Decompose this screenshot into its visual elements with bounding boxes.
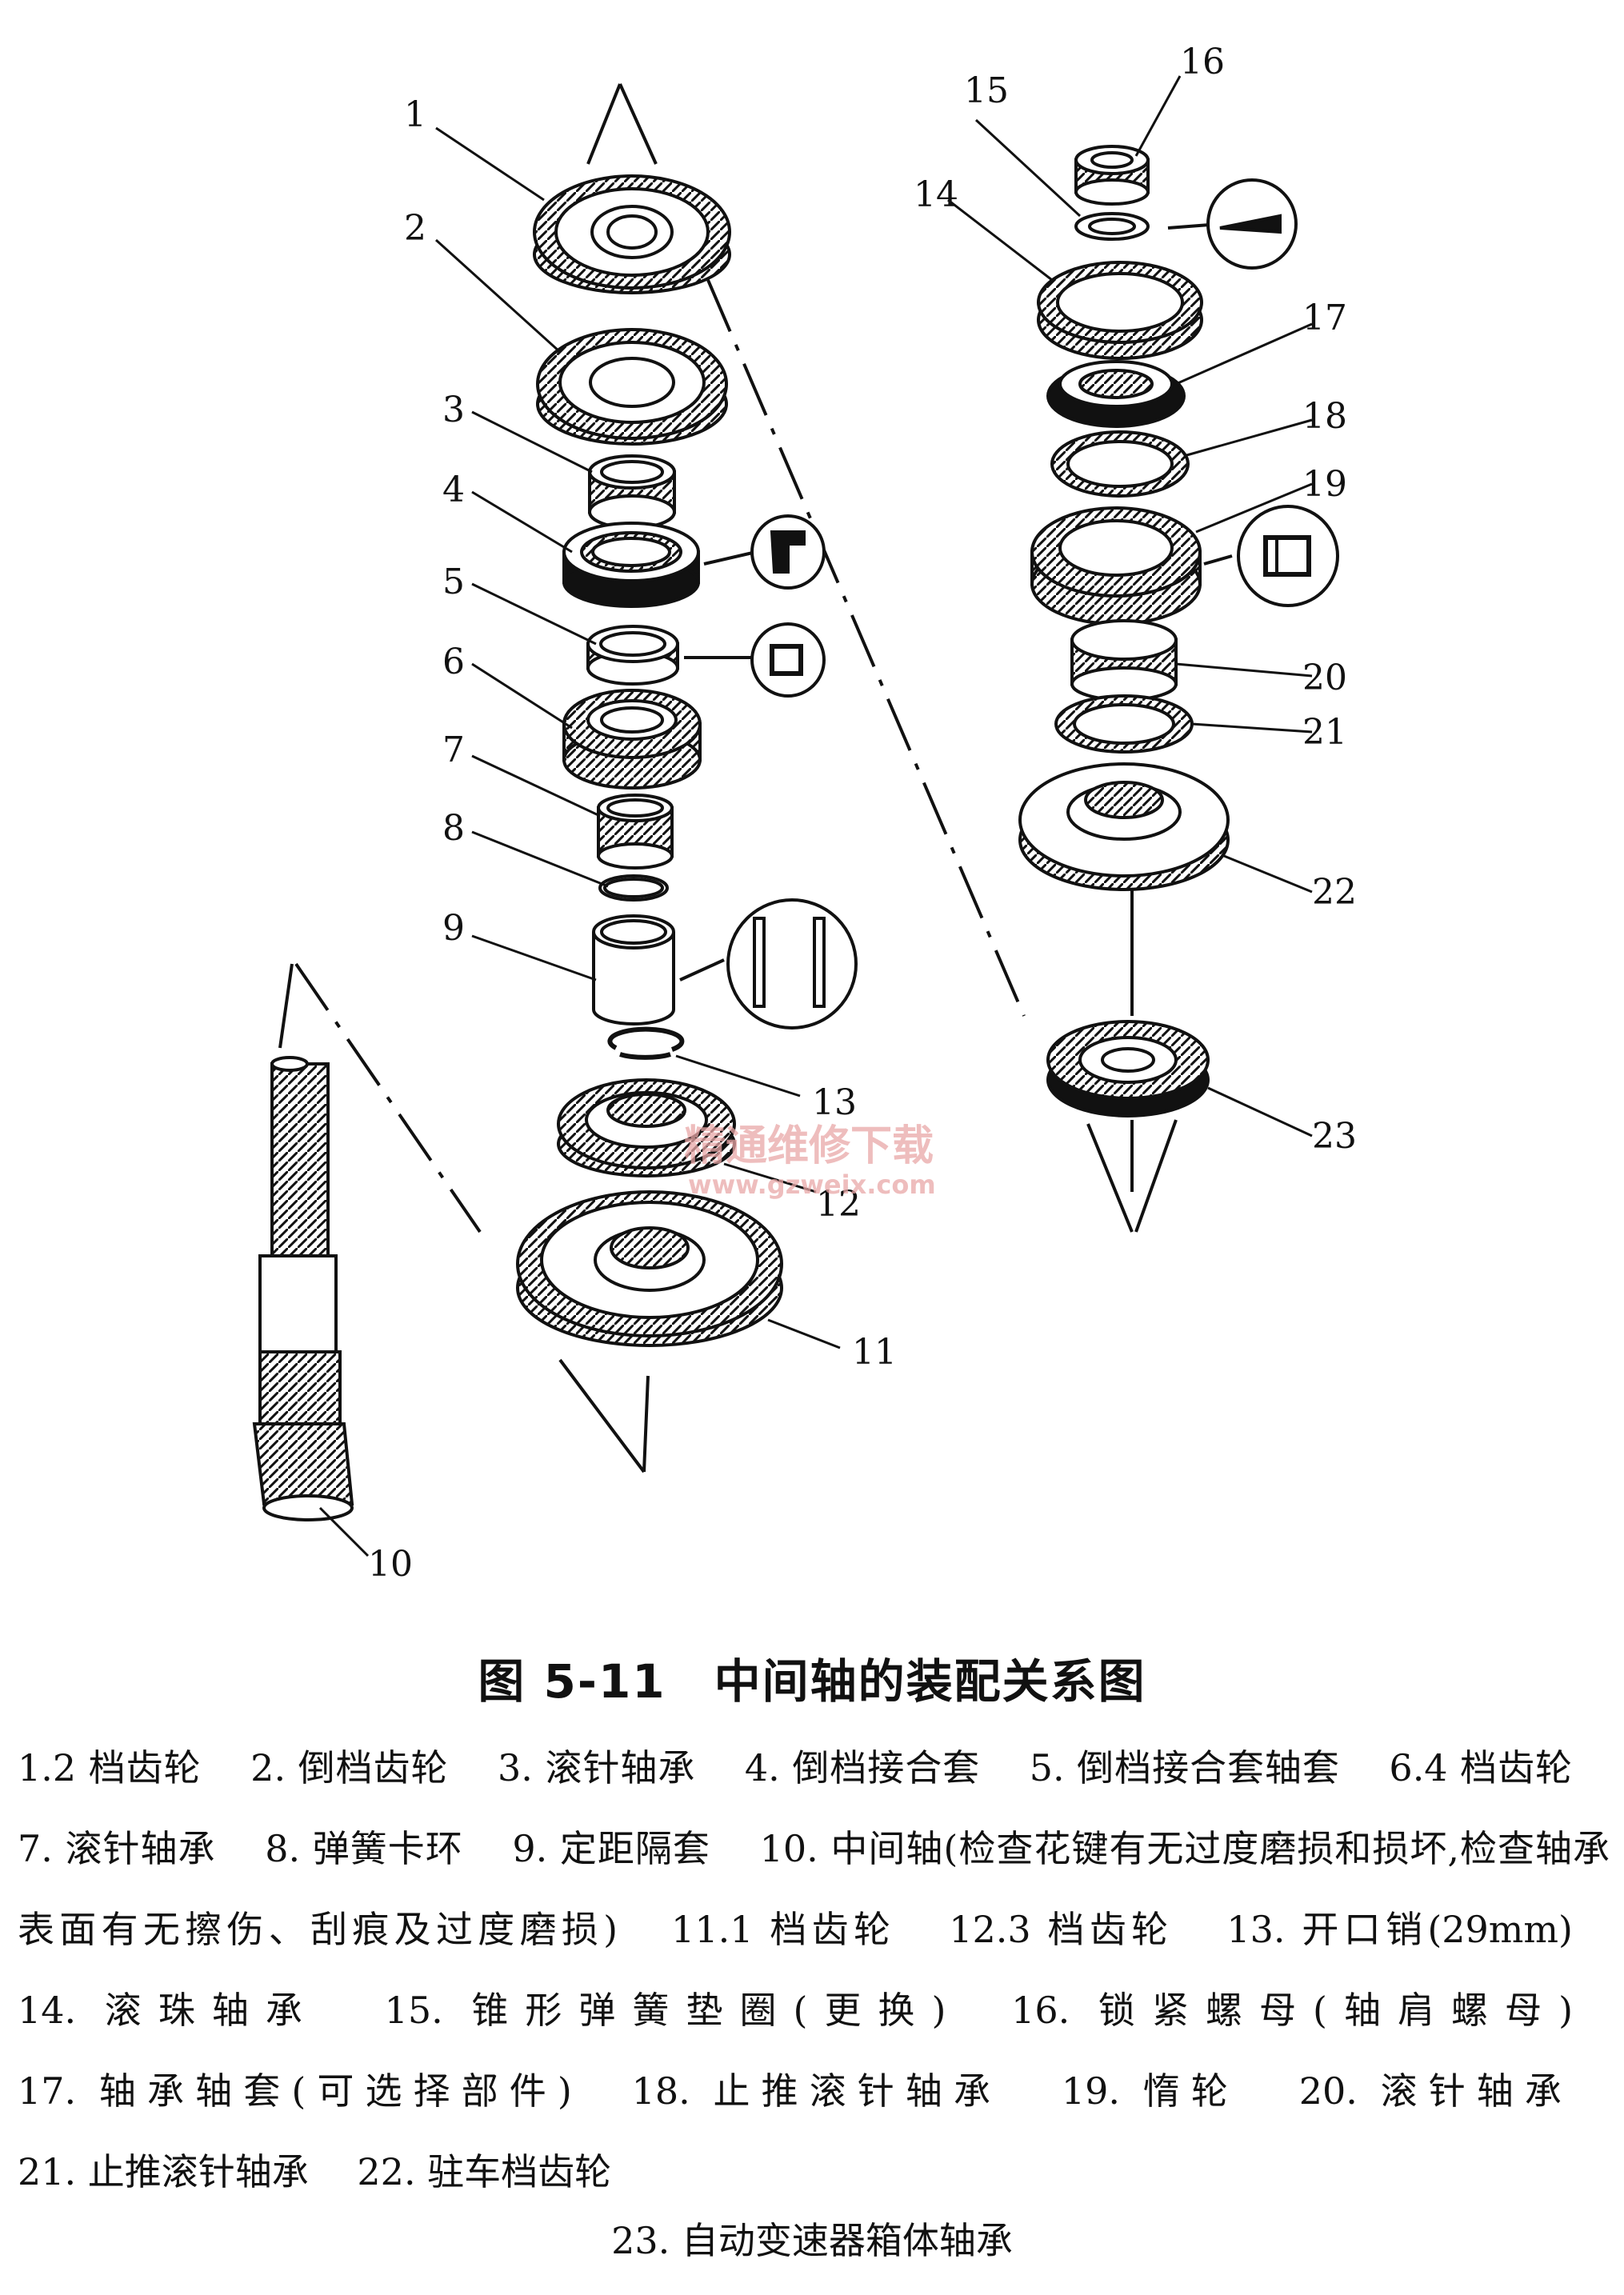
part-16-lock-nut [1074, 145, 1150, 206]
part-20-needle-bearing [1070, 619, 1178, 702]
part-2-reverse-gear [536, 328, 728, 446]
section-symbol-9 [679, 898, 858, 1030]
callout-11: 11 [852, 1332, 897, 1373]
legend-item: 11.1 档齿轮 [671, 1908, 896, 1951]
part-7-needle-bearing [597, 794, 674, 870]
callout-4: 4 [442, 470, 465, 510]
chain-lines-left [278, 83, 1026, 1473]
legend-item: 1.2 档齿轮 [18, 1746, 202, 1789]
callout-10: 10 [368, 1544, 413, 1585]
legend-item: 2. 倒档齿轮 [250, 1746, 449, 1789]
part-3-needle-bearing [588, 454, 676, 530]
part-11-first-gear [516, 1190, 783, 1347]
legend-item: 16. 锁紧螺母(轴肩螺母) [1011, 1989, 1574, 2032]
watermark-url: www.gzweix.com [688, 1169, 936, 1200]
assembly-diagram: 1 2 3 4 5 6 7 8 9 10 11 12 13 14 15 16 1… [252, 42, 1357, 1585]
legend-item: 13. 开口销(29mm) [1226, 1908, 1573, 1951]
callout-5: 5 [442, 562, 465, 602]
part-23-case-bearing [1046, 1020, 1210, 1118]
watermark: 精通维修下载 www.gzweix.com [684, 1122, 936, 1200]
callout-12: 12 [816, 1184, 861, 1225]
callout-1: 1 [404, 94, 426, 135]
part-10-countershaft [252, 1056, 354, 1521]
callout-23: 23 [1312, 1116, 1357, 1157]
callout-16: 16 [1180, 42, 1225, 82]
part-8-snap-ring [598, 874, 669, 902]
part-13-cotter-pin [607, 1026, 685, 1060]
parts-legend: 1.2 档齿轮 2. 倒档齿轮 3. 滚针轴承 4. 倒档接合套 5. 倒档接合… [18, 1728, 1610, 2213]
callout-19: 19 [1302, 464, 1347, 505]
callout-14: 14 [914, 174, 958, 215]
part-1-second-gear [533, 174, 731, 294]
legend-item: 15. 锥形弹簧垫圈(更换) [384, 1989, 946, 2032]
legend-item: 8. 弹簧卡环 [265, 1827, 463, 1870]
part-4-reverse-sleeve [562, 522, 700, 608]
legend-item: 20. 滚针轴承 [1298, 2069, 1574, 2113]
legend-item-long: 10. 中间轴(检查花键有无过度磨损和损坏,检查轴承表面有无擦伤、刮痕及过度磨损… [18, 1827, 1610, 1951]
callout-20: 20 [1302, 658, 1347, 698]
callout-13: 13 [812, 1082, 857, 1123]
callout-8: 8 [442, 808, 465, 849]
section-symbol-19 [1203, 505, 1339, 607]
callout-7: 7 [442, 730, 465, 770]
section-symbol-4 [703, 514, 826, 590]
section-symbol-5 [684, 622, 826, 698]
legend-item: 3. 滚针轴承 [498, 1746, 696, 1789]
part-18-thrust-needle-bearing [1050, 430, 1190, 498]
legend-item: 14. 滚珠轴承 [18, 1989, 319, 2032]
legend-item: 5. 倒档接合套轴套 [1029, 1746, 1340, 1789]
callout-numbers: 1 2 3 4 5 6 7 8 9 10 11 12 13 14 15 16 1… [368, 42, 1357, 1585]
leader-lines [318, 75, 1313, 1557]
callout-9: 9 [442, 908, 465, 949]
part-12-third-gear [557, 1078, 736, 1177]
callout-22: 22 [1312, 872, 1357, 913]
legend-item: 19. 惰轮 [1061, 2069, 1239, 2113]
figure-title: 图 5-11 中间轴的装配关系图 [478, 1654, 1146, 1709]
legend-item: 17. 轴承轴套(可选择部件) [18, 2069, 572, 2113]
legend-item: 7. 滚针轴承 [18, 1827, 216, 1870]
legend-item: 6.4 档齿轮 [1389, 1746, 1574, 1789]
legend-item: 21. 止推滚针轴承 [18, 2150, 309, 2193]
part-6-fourth-gear [562, 689, 702, 790]
callout-6: 6 [442, 642, 465, 682]
callout-17: 17 [1302, 298, 1347, 338]
part-15-cone-washer [1074, 212, 1150, 241]
legend-item: 18. 止推滚针轴承 [631, 2069, 1002, 2113]
callout-21: 21 [1302, 712, 1347, 753]
legend-item-last: 23. 自动变速器箱体轴承 [611, 2219, 1013, 2262]
legend-item: 4. 倒档接合套 [744, 1746, 981, 1789]
part-22-parking-gear [1018, 762, 1230, 891]
callout-18: 18 [1302, 396, 1347, 437]
chain-lines-right [1086, 884, 1178, 1233]
part-5-sleeve-bushing [586, 625, 679, 686]
legend-item: 12.3 档齿轮 [949, 1908, 1174, 1951]
legend-item: 9. 定距隔套 [512, 1827, 710, 1870]
part-17-bearing-sleeve [1046, 360, 1186, 428]
callout-15: 15 [964, 70, 1009, 111]
part-19-idler-gear [1030, 506, 1202, 626]
callout-2: 2 [404, 208, 426, 249]
callout-3: 3 [442, 390, 465, 430]
part-14-ball-bearing [1037, 261, 1203, 360]
section-symbol-15 [1167, 178, 1298, 270]
legend-item: 22. 驻车档齿轮 [357, 2150, 612, 2193]
part-21-thrust-needle-bearing [1054, 694, 1194, 754]
part-9-spacer [592, 914, 675, 1026]
watermark-name: 精通维修下载 [684, 1122, 934, 1170]
